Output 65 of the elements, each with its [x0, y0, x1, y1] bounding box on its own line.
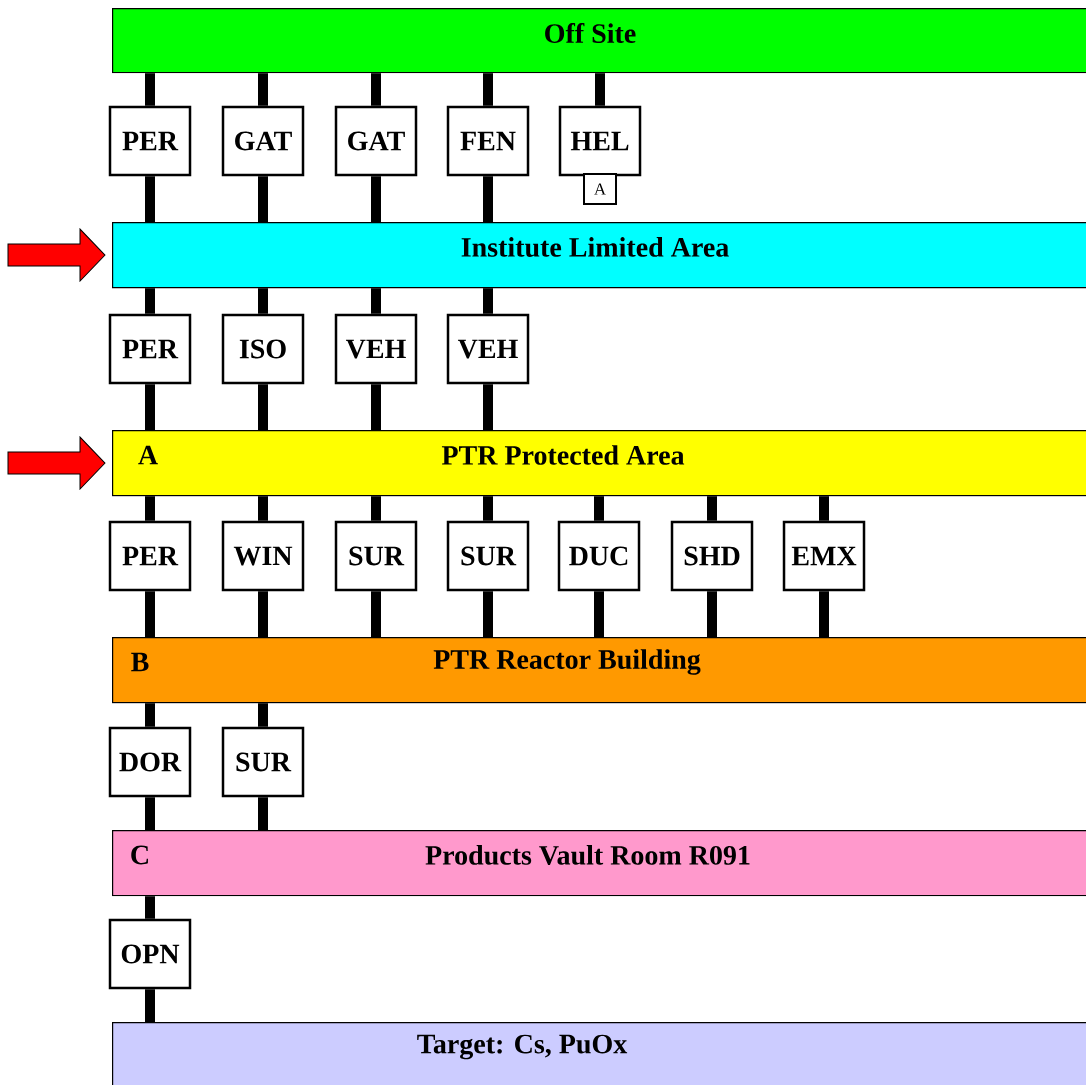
- connector-bar: [145, 896, 155, 919]
- connector-bar: [145, 989, 155, 1022]
- connector-bar: [145, 176, 155, 222]
- gate-box: SUR: [446, 520, 530, 592]
- connector-bar: [258, 496, 268, 521]
- connector-bar: [594, 496, 604, 521]
- gate-box: PER: [108, 520, 192, 592]
- gate-box: SUR: [334, 520, 418, 592]
- gate-box: EMX: [782, 520, 866, 592]
- connector-bar: [707, 591, 717, 637]
- gate-box: SUR: [221, 726, 305, 798]
- gate-box: PER: [108, 105, 192, 177]
- connector-bar: [371, 591, 381, 637]
- connector-bar: [258, 384, 268, 430]
- connector-bar: [145, 288, 155, 314]
- connector-bar: [819, 496, 829, 521]
- connector-bar: [483, 288, 493, 314]
- connector-bar: [371, 496, 381, 521]
- connector-bar: [145, 797, 155, 830]
- band: B PTR Reactor Building: [112, 637, 1086, 704]
- gate-box: ISO: [221, 313, 305, 385]
- connector-bar: [483, 591, 493, 637]
- connector-bar: [483, 73, 493, 106]
- band: Target: Cs, PuOx: [112, 1022, 1086, 1085]
- gate-box: DUC: [557, 520, 641, 592]
- connector-bar: [258, 797, 268, 830]
- gate-box: SHD: [670, 520, 754, 592]
- band: Institute Limited Area: [112, 222, 1086, 289]
- connector-bar: [145, 591, 155, 637]
- band: A PTR Protected Area: [112, 430, 1086, 497]
- gate-box: WIN: [221, 520, 305, 592]
- gate-box: FEN: [446, 105, 530, 177]
- block-arrow: [7, 436, 106, 490]
- gate-box: GAT: [221, 105, 305, 177]
- connector-bar: [707, 496, 717, 521]
- connector-bar: [371, 73, 381, 106]
- connector-bar: [595, 73, 605, 106]
- gate-box: HEL: [558, 105, 642, 177]
- connector-bar: [371, 176, 381, 222]
- connector-bar: [371, 288, 381, 314]
- connector-bar: [819, 591, 829, 637]
- connector-bar: [371, 384, 381, 430]
- connector-bar: [145, 384, 155, 430]
- band: Off Site: [112, 8, 1086, 74]
- connector-bar: [483, 384, 493, 430]
- connector-bar: [258, 288, 268, 314]
- connector-bar: [258, 591, 268, 637]
- block-arrow: [7, 228, 106, 282]
- gate-box: PER: [108, 313, 192, 385]
- connector-bar: [145, 496, 155, 521]
- tag-box: A: [583, 173, 617, 205]
- band: C Products Vault Room R091: [112, 830, 1086, 897]
- connector-bar: [145, 703, 155, 727]
- connector-bar: [258, 73, 268, 106]
- gate-box: GAT: [334, 105, 418, 177]
- connector-bar: [258, 176, 268, 222]
- gate-box: VEH: [334, 313, 418, 385]
- connector-bar: [483, 496, 493, 521]
- connector-bar: [258, 703, 268, 727]
- connector-bar: [145, 73, 155, 106]
- gate-box: VEH: [446, 313, 530, 385]
- connector-bar: [483, 176, 493, 222]
- gate-box: DOR: [108, 726, 192, 798]
- gate-box: OPN: [108, 918, 192, 990]
- connector-bar: [594, 591, 604, 637]
